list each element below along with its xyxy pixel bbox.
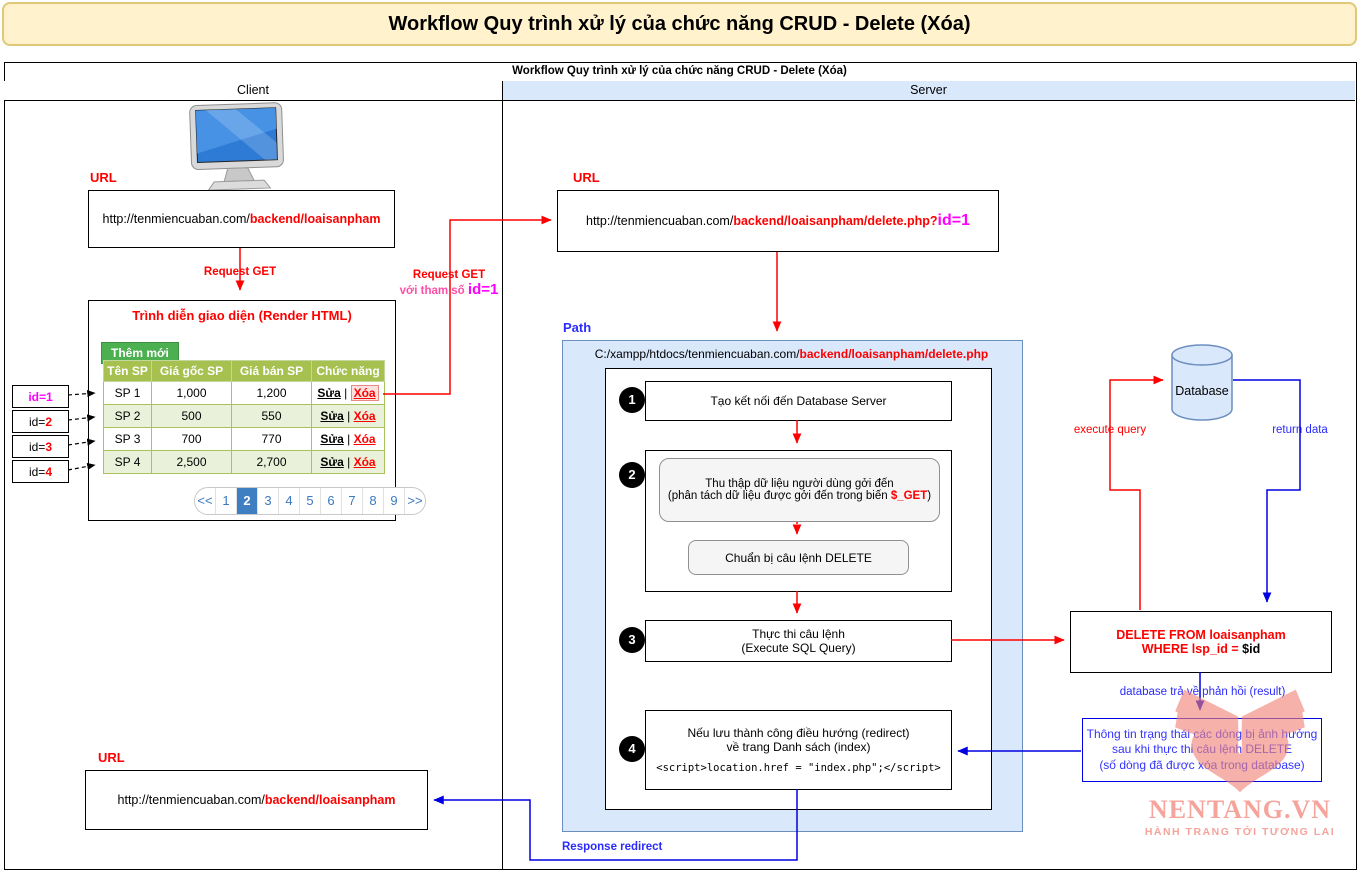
col-name: Tên SP [103, 360, 152, 382]
database-icon [1170, 343, 1234, 423]
edit-link[interactable]: Sửa [317, 386, 341, 400]
url-base: http://tenmiencuaban.com/ [102, 212, 250, 226]
page-7[interactable]: 7 [342, 488, 363, 514]
url-box-server: http://tenmiencuaban.com/backend/loaisan… [557, 190, 999, 252]
page-5[interactable]: 5 [300, 488, 321, 514]
render-html-panel: Trình diễn giao diện (Render HTML) Thêm … [88, 300, 426, 521]
id-tag-1: id=1 [12, 385, 69, 408]
delete-link[interactable]: Xóa [353, 432, 376, 446]
page-3[interactable]: 3 [258, 488, 279, 514]
request-get-with-param-label: Request GET với tham số id=1 [399, 269, 499, 298]
id-tag-4: id=4 [12, 460, 69, 483]
page-title: Workflow Quy trình xử lý của chức năng C… [2, 2, 1357, 46]
url-label-client-top: URL [90, 170, 117, 185]
db-result-label: database trả về phản hồi (result) [1119, 686, 1286, 698]
url-box-client-bottom: http://tenmiencuaban.com/backend/loaisan… [85, 770, 428, 830]
redirect-code: <script>location.href = "index.php";</sc… [656, 762, 941, 774]
response-redirect-label: Response redirect [562, 841, 663, 853]
step-3-execute-query: Thực thi câu lệnh (Execute SQL Query) [645, 620, 952, 662]
path-text: C:/xampp/htdocs/tenmiencuaban.com/backen… [594, 347, 989, 361]
id-tag-3: id=3 [12, 435, 69, 458]
edit-link[interactable]: Sửa [320, 455, 344, 469]
database-label: Database [1175, 384, 1229, 398]
step-4-badge: 4 [619, 736, 645, 762]
pagination: << 1 2 3 4 5 6 7 8 9 >> [194, 487, 426, 515]
path-label: Path [563, 320, 592, 335]
col-price: Giá bán SP [231, 360, 312, 382]
step-1-badge: 1 [619, 387, 645, 413]
edit-link[interactable]: Sửa [320, 409, 344, 423]
edit-link[interactable]: Sửa [320, 432, 344, 446]
delete-link[interactable]: Xóa [353, 455, 376, 469]
step-2-badge: 2 [619, 462, 645, 488]
url-box-client-top: http://tenmiencuaban.com/backend/loaisan… [88, 190, 395, 248]
diagram-subtitle: Workflow Quy trình xử lý của chức năng C… [4, 62, 1355, 82]
lane-headers: Client Server [4, 81, 1355, 101]
page-9[interactable]: 9 [384, 488, 405, 514]
step-1-connect-db: Tạo kết nối đến Database Server [645, 381, 952, 421]
id-tag-2: id=2 [12, 410, 69, 433]
return-data-label: return data [1272, 424, 1328, 436]
add-new-button[interactable]: Thêm mới [101, 342, 179, 364]
page-6[interactable]: 6 [321, 488, 342, 514]
page-next[interactable]: >> [407, 493, 423, 508]
table-header-row: Tên SP Giá gốc SP Giá bán SP Chức năng [103, 360, 385, 382]
render-title: Trình diễn giao diện (Render HTML) [132, 308, 352, 323]
step-2-gather-box: Thu thập dữ liệu người dùng gởi đến (phâ… [659, 458, 940, 522]
page-8[interactable]: 8 [363, 488, 384, 514]
step-4-redirect: Nếu lưu thành công điều hướng (redirect)… [645, 710, 952, 790]
step-3-badge: 3 [619, 627, 645, 653]
url-label-client-bottom: URL [98, 750, 125, 765]
url-path: backend/loaisanpham [249, 212, 381, 226]
product-table: Tên SP Giá gốc SP Giá bán SP Chức năng S… [103, 360, 385, 474]
lane-header-server: Server [502, 81, 1355, 100]
lane-header-client: Client [4, 81, 502, 100]
table-row: SP 4 2,500 2,700 Sửa | Xóa [103, 450, 385, 474]
table-row: SP 3 700 770 Sửa | Xóa [103, 427, 385, 451]
page-4[interactable]: 4 [279, 488, 300, 514]
diagram-frame [4, 62, 1357, 870]
col-actions: Chức năng [311, 360, 385, 382]
url-label-server: URL [573, 170, 600, 185]
sql-delete-box: DELETE FROM loaisanpham WHERE lsp_id = $… [1070, 611, 1332, 673]
delete-link-highlighted[interactable]: Xóa [350, 385, 379, 401]
page-2-active[interactable]: 2 [237, 488, 258, 514]
status-info-box: Thông tin trạng thái các dòng bị ảnh hưở… [1082, 718, 1322, 782]
table-row: SP 1 1,000 1,200 Sửa | Xóa [103, 381, 385, 405]
page-1[interactable]: 1 [216, 488, 237, 514]
execute-query-label: execute query [1073, 424, 1147, 436]
lane-divider [502, 81, 503, 870]
computer-monitor-icon [185, 102, 295, 194]
step-2-prepare-delete-box: Chuẩn bị câu lệnh DELETE [688, 540, 909, 575]
table-row: SP 2 500 550 Sửa | Xóa [103, 404, 385, 428]
page-prev[interactable]: << [195, 488, 216, 514]
request-get-label: Request GET [203, 266, 277, 278]
col-cost: Giá gốc SP [151, 360, 232, 382]
delete-link[interactable]: Xóa [353, 409, 376, 423]
